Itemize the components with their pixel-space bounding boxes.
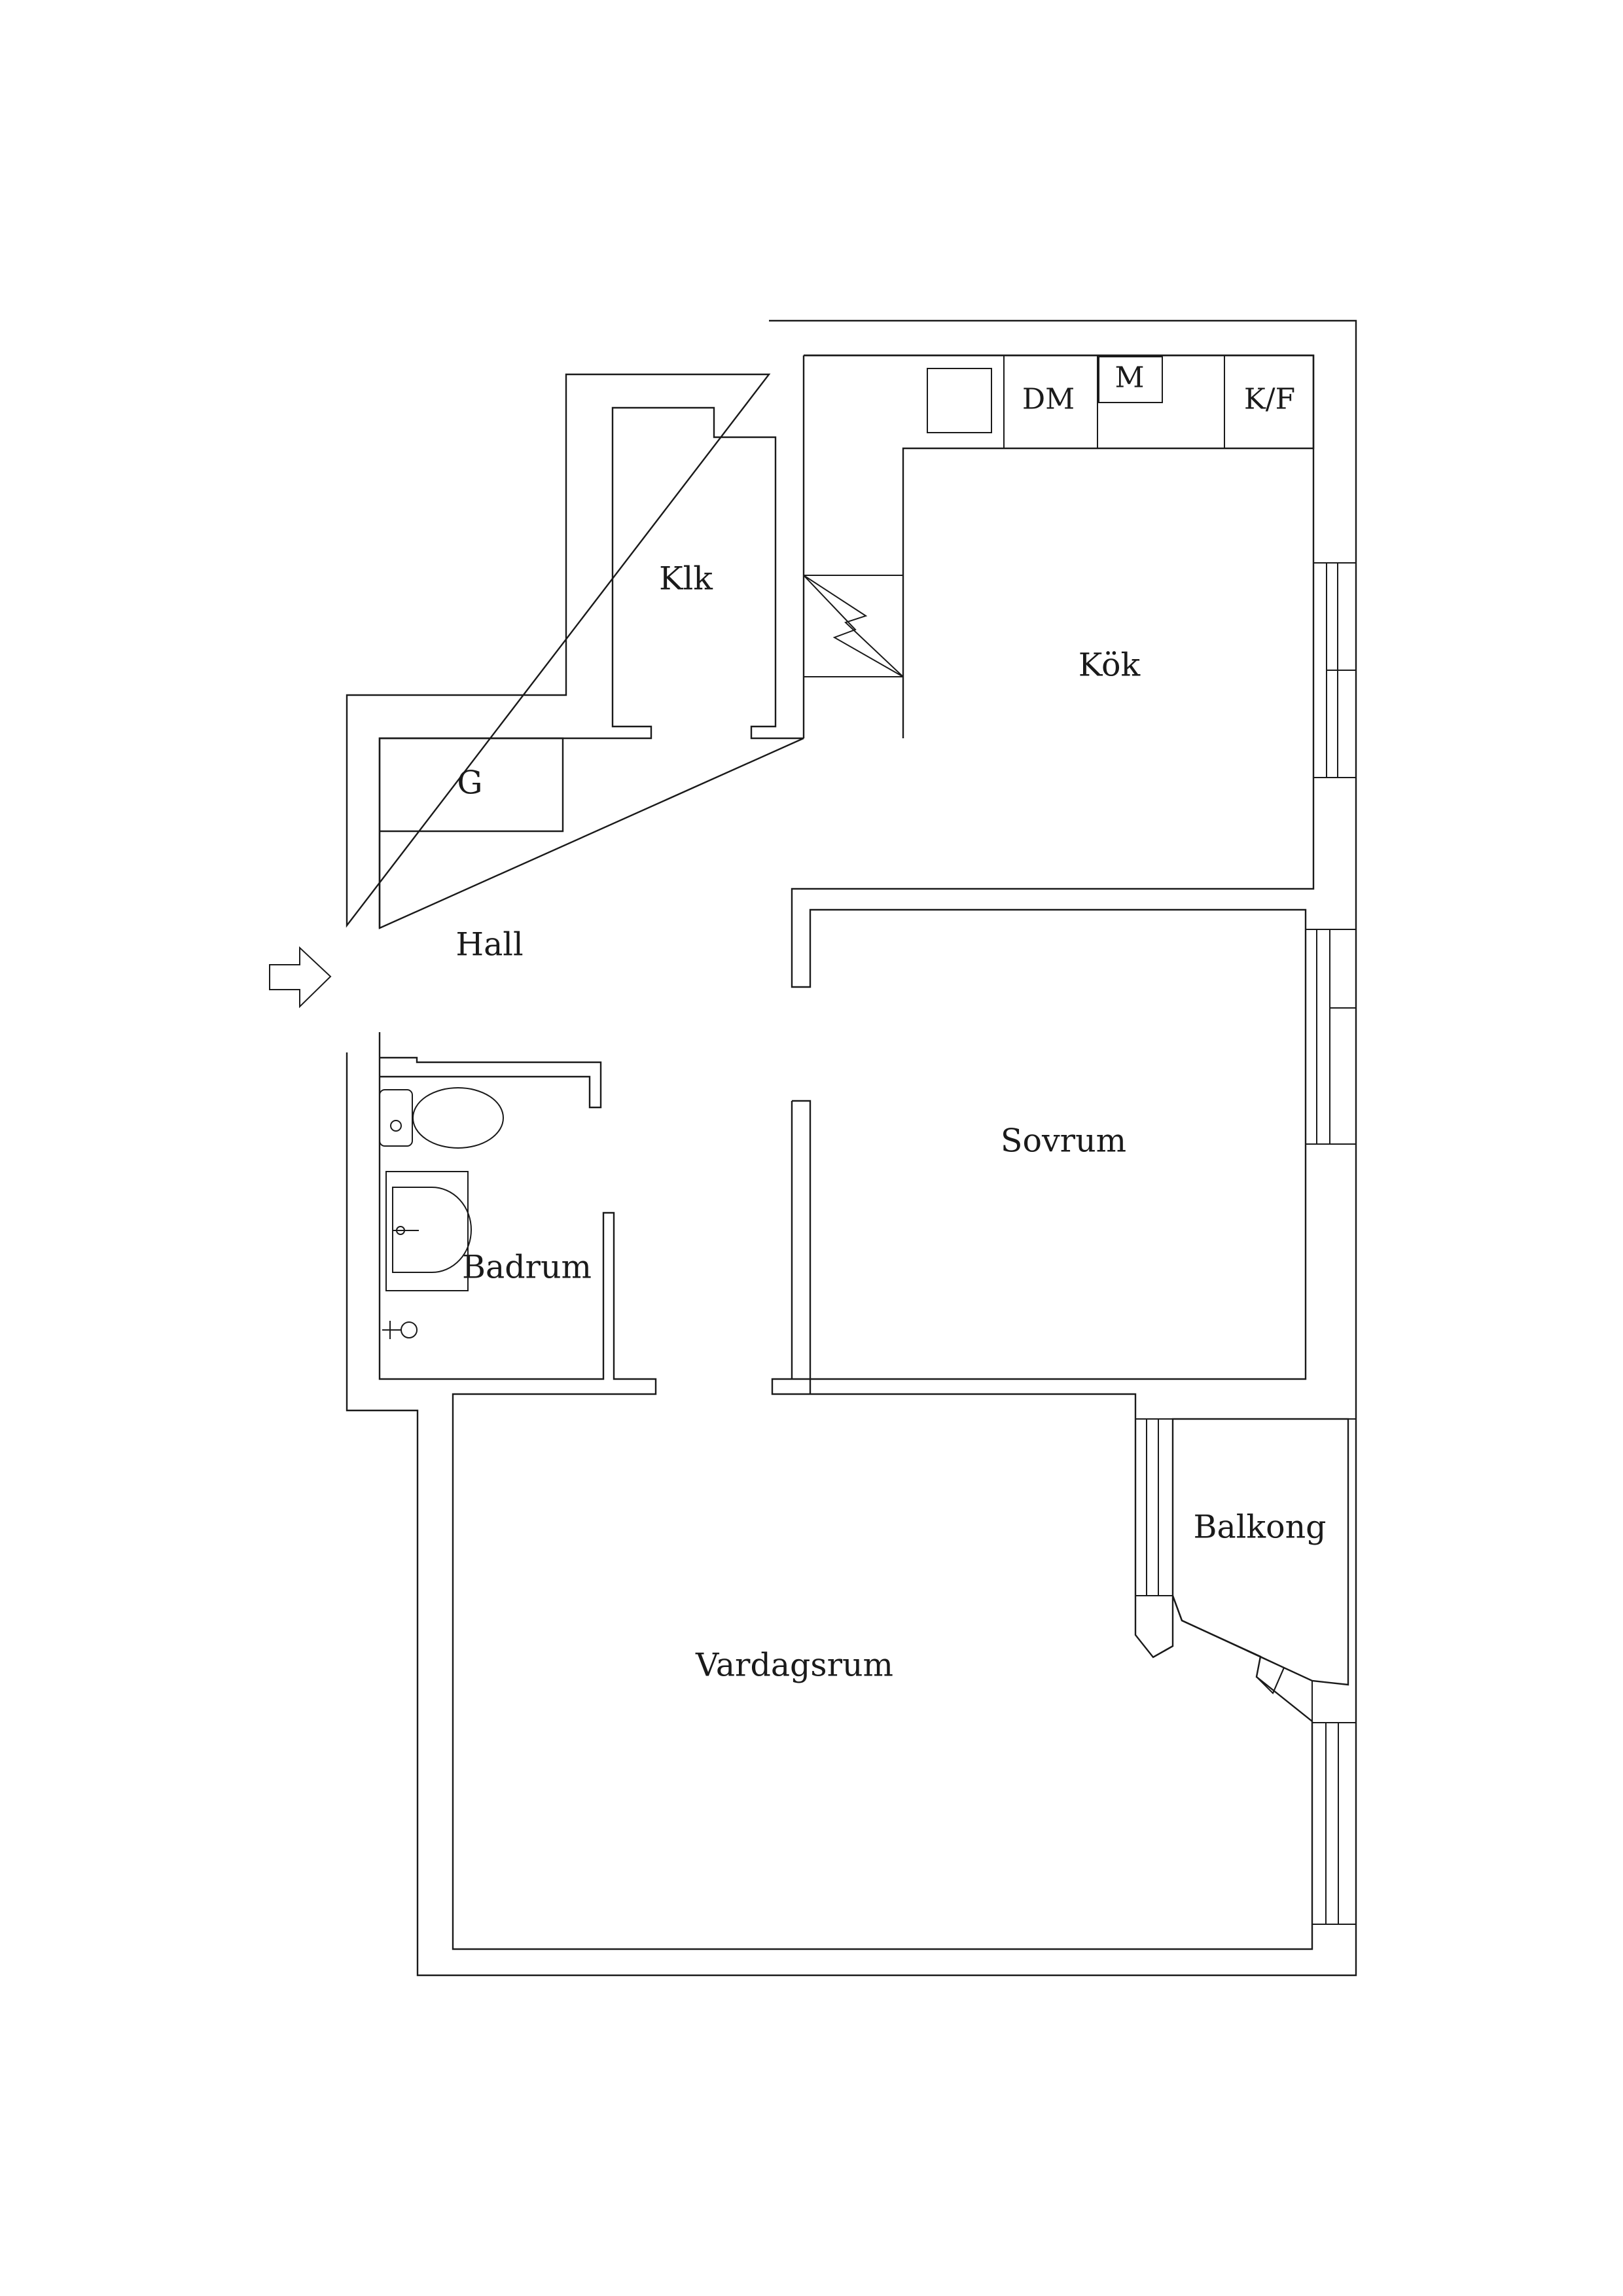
- kitchen-counter: [803, 354, 1315, 738]
- inner-wall-contours: [378, 354, 1315, 1950]
- label-vardagsrum: Vardagsrum: [695, 1647, 893, 1684]
- sink-icon: [385, 1171, 472, 1291]
- window-vardagsrum: [1312, 1722, 1356, 1925]
- label-kok: Kök: [1079, 647, 1141, 684]
- label-dm: DM: [1022, 383, 1075, 416]
- label-hall: Hall: [455, 926, 523, 963]
- balcony-window: [1255, 1655, 1313, 1721]
- outer-wall: [346, 319, 1357, 1977]
- windows: [1135, 562, 1356, 1925]
- label-g: G: [457, 764, 482, 802]
- entrance-arrow-icon: [269, 946, 332, 1009]
- shower-icon: [382, 1321, 418, 1339]
- microwave-box: [1098, 356, 1163, 403]
- label-badrum: Badrum: [462, 1249, 592, 1286]
- toilet-icon: [379, 1087, 504, 1149]
- label-kf: K/F: [1244, 383, 1295, 416]
- balcony: [1171, 1418, 1356, 1686]
- window-kok: [1313, 562, 1356, 778]
- label-klk: Klk: [659, 560, 713, 598]
- label-balkong: Balkong: [1193, 1509, 1326, 1546]
- chimney-icon: [803, 575, 904, 677]
- label-m: M: [1115, 361, 1144, 395]
- window-sovrum: [1306, 929, 1356, 1145]
- stove-icon: [927, 368, 992, 433]
- label-sovrum: Sovrum: [1001, 1122, 1126, 1160]
- balcony-door: [1135, 1418, 1173, 1596]
